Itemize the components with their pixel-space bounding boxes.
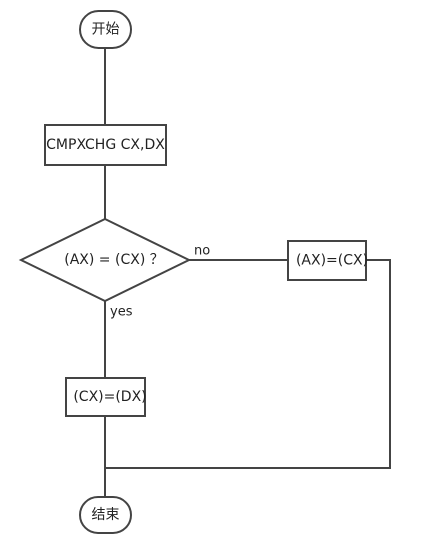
- connector-assign-ax-loop: [105, 259, 391, 469]
- assign-cx-label: (CX)=(DX): [73, 389, 146, 405]
- assign-cx-process-box: [65, 377, 146, 417]
- assign-ax-label: (AX)=(CX): [296, 253, 368, 269]
- cmpxchg-process-box: [44, 124, 167, 166]
- cmpxchg-label: CMPXCHG CX,DX: [46, 137, 165, 153]
- decision-diamond: [18, 217, 192, 303]
- start-label: 开始: [92, 22, 120, 38]
- decision-label: (AX) = (CX) ？: [64, 252, 163, 268]
- start-terminal: [79, 10, 132, 49]
- edge-label-no: no: [194, 244, 210, 259]
- edge-label-yes: yes: [110, 305, 133, 320]
- end-label: 结束: [92, 507, 120, 523]
- end-terminal: [79, 496, 132, 534]
- assign-ax-process-box: [287, 240, 367, 281]
